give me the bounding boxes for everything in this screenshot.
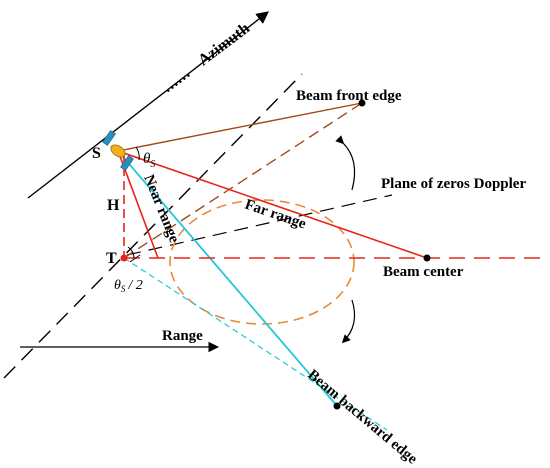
beam-front-edge-dashed-line xyxy=(123,102,363,259)
half-angle-label: θS/ 2 xyxy=(114,278,143,294)
beam-center-point xyxy=(423,254,431,262)
azimuth-dots: …… xyxy=(160,65,194,96)
far-range-label: Far range xyxy=(243,197,309,233)
height-label-h: H xyxy=(107,197,120,214)
theta-s-arc xyxy=(135,146,140,161)
satellite-label-s: S xyxy=(92,145,101,162)
half-angle-arc xyxy=(127,246,135,259)
far-range-line xyxy=(117,150,428,259)
plane-zero-doppler-label: Plane of zeros Doppler xyxy=(381,176,526,192)
azimuth-label: Azimuth xyxy=(195,20,253,69)
half-angle-tick xyxy=(129,254,141,263)
target-point-t xyxy=(120,254,128,262)
beam-footprint-ellipse xyxy=(169,199,355,325)
range-label: Range xyxy=(162,328,203,344)
azimuth-axis-line xyxy=(27,11,269,199)
beam-backward-edge-dashed-line xyxy=(123,257,388,431)
beam-backward-edge-point xyxy=(333,402,341,410)
satellite-icon xyxy=(102,130,134,171)
beam-backward-edge-label: Beam backward edge xyxy=(304,367,420,468)
rotation-arrow-upper xyxy=(335,135,356,191)
beam-center-label: Beam center xyxy=(383,264,464,280)
rotation-arrow-lower xyxy=(341,299,356,344)
theta-s-label: θS xyxy=(143,151,155,170)
zero-doppler-plane-line xyxy=(126,194,393,256)
beam-front-edge-label: Beam front edge xyxy=(296,88,402,104)
beam-front-edge-line xyxy=(117,102,363,152)
target-label-t: T xyxy=(106,250,117,267)
beam-backward-edge-line xyxy=(117,150,338,407)
beam-front-edge-point xyxy=(358,99,366,107)
